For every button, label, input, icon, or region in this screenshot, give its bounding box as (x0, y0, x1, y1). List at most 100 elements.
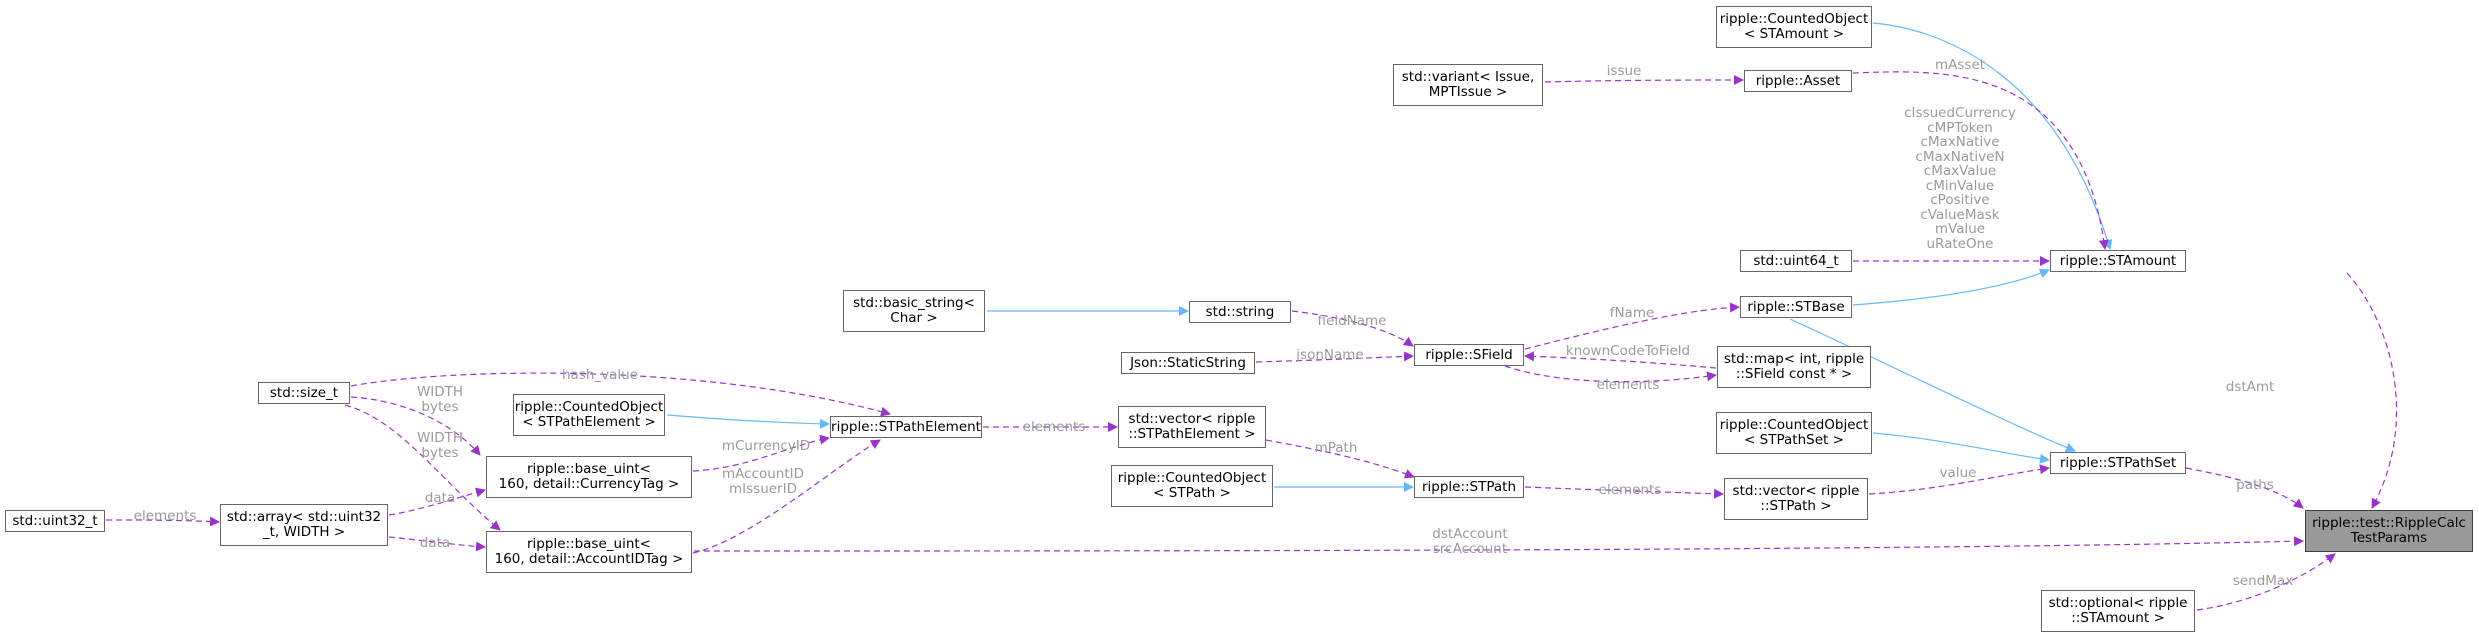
edge-label: dstAccount srcAccount (1432, 526, 1508, 557)
node-array[interactable]: std::array< std::uint32_t, WIDTH > (220, 504, 388, 546)
edge-stpathset-to-test-params (2185, 467, 2304, 509)
edge-label: data (419, 535, 451, 551)
edge-label: fieldName (1317, 313, 1387, 329)
node-account-id[interactable]: ripple::base_uint<160, detail::AccountID… (486, 531, 692, 573)
node-label-line: std::basic_string< (853, 295, 975, 311)
node-label-line: std::vector< ripple (1732, 483, 1860, 499)
node-label-line: ripple::CountedObject (1117, 470, 1267, 486)
node-label-line: ripple::SField (1425, 346, 1513, 363)
edge-counted-stamount-to-stamount (1872, 22, 2113, 250)
node-label-line: std::variant< Issue, (1401, 69, 1535, 85)
node-label-line: _t, WIDTH > (262, 524, 346, 540)
node-label-line: ripple::Asset (1755, 72, 1841, 89)
node-stpathset[interactable]: ripple::STPathSet (2050, 452, 2186, 474)
edge-label: fName (1609, 305, 1655, 321)
node-label-line: ::STPathElement > (1128, 426, 1256, 442)
edge-counted-element-to-stpathelement (666, 414, 830, 429)
edge-label: mCurrencyID (721, 438, 811, 454)
node-label-line: std::uint32_t (12, 512, 98, 529)
node-vector-stpath[interactable]: std::vector< ripple::STPath > (1724, 478, 1868, 520)
node-label-line: ripple::STAmount (2059, 252, 2177, 269)
edge-label: WIDTH bytes (416, 384, 464, 415)
edge-label: hash_value (561, 367, 639, 383)
node-label-line: ripple::base_uint< (527, 536, 651, 552)
node-vector-element[interactable]: std::vector< ripple::STPathElement > (1118, 406, 1266, 448)
node-basic-string[interactable]: std::basic_string<Char > (843, 290, 985, 332)
node-label-line: < STPathSet > (1744, 432, 1844, 448)
node-stpathelement[interactable]: ripple::STPathElement (830, 416, 982, 438)
node-stpath[interactable]: ripple::STPath (1414, 476, 1524, 498)
edge-label: knownCodeToField (1565, 343, 1691, 359)
node-label-line: Char > (890, 310, 938, 326)
node-counted-stpathset[interactable]: ripple::CountedObject< STPathSet > (1716, 412, 1872, 454)
edge-account-id-to-stpathelement (692, 439, 881, 554)
edge-label: elements (133, 508, 197, 524)
node-currency[interactable]: ripple::base_uint<160, detail::CurrencyT… (486, 456, 692, 498)
edge-label: mAccountID mIssuerID (721, 466, 805, 497)
edge-stbase-to-stamount (1852, 268, 2050, 306)
edge-stamount-to-test-params (2346, 272, 2398, 509)
edge-label: dstAmt (2225, 379, 2275, 395)
edge-label: mAsset (1934, 57, 1986, 73)
edge-label: value (1939, 465, 1977, 481)
edge-label: paths (2236, 477, 2274, 493)
edge-size-t-to-stpathelement (350, 372, 891, 417)
node-label-line: < STPathElement > (522, 414, 656, 430)
node-label-line: ripple::CountedObject (1719, 417, 1869, 433)
edge-stpath-to-vector-stpath (1524, 486, 1724, 499)
edge-account-id-to-test-params (693, 536, 2304, 552)
edge-label: cIssuedCurrency cMPToken cMaxNative cMax… (1904, 105, 2016, 252)
edge-std-string-to-sfield (1291, 310, 1414, 347)
edge-label: elements (1022, 419, 1086, 435)
node-counted-stpath[interactable]: ripple::CountedObject< STPath > (1111, 465, 1273, 507)
node-label-line: std::array< std::uint32 (226, 509, 382, 525)
edge-label: issue (1606, 63, 1642, 79)
edge-optional-stamount-to-test-params (2196, 553, 2336, 611)
edge-sfield-to-stbase (1524, 302, 1740, 350)
node-std-string[interactable]: std::string (1189, 301, 1291, 323)
edge-label: data (424, 490, 456, 506)
node-label-line: ripple::STPathElement (831, 418, 981, 435)
node-stbase[interactable]: ripple::STBase (1740, 296, 1852, 318)
node-counted-element[interactable]: ripple::CountedObject< STPathElement > (513, 394, 665, 436)
node-label-line: 160, detail::CurrencyTag > (498, 476, 680, 492)
edge-vector-stpath-to-stpathset (1868, 464, 2050, 495)
edge-label: elements (1598, 482, 1662, 498)
edge-label: WIDTH bytes (416, 430, 464, 461)
node-map[interactable]: std::map< int, ripple::SField const * > (1717, 346, 1871, 388)
node-json-static[interactable]: Json::StaticString (1121, 352, 1255, 374)
node-size-t[interactable]: std::size_t (258, 382, 350, 404)
node-label-line: ::SField const * > (1735, 366, 1853, 382)
node-label-line: std::vector< ripple (1128, 411, 1256, 427)
node-label-line: std::uint64_t (1753, 252, 1839, 269)
edge-uint32-to-array (105, 516, 220, 527)
node-asset[interactable]: ripple::Asset (1744, 70, 1852, 92)
node-label-line: < STPath > (1153, 485, 1231, 501)
node-label-line: std::size_t (269, 384, 339, 401)
edge-size-t-to-account-id (344, 404, 501, 531)
node-label-line: ripple::test::RippleCalc (2312, 515, 2466, 531)
edge-label: jsonName (1296, 347, 1364, 363)
node-variant[interactable]: std::variant< Issue,MPTIssue > (1393, 64, 1543, 106)
edge-asset-to-stamount (1852, 71, 2109, 250)
node-uint32[interactable]: std::uint32_t (5, 510, 105, 532)
edge-map-to-sfield (1524, 351, 1717, 369)
node-counted-stamount[interactable]: ripple::CountedObject< STAmount > (1716, 6, 1872, 48)
node-optional-stamount[interactable]: std::optional< ripple::STAmount > (2041, 590, 2195, 632)
node-label-line: < STAmount > (1743, 26, 1845, 42)
node-stamount[interactable]: ripple::STAmount (2050, 250, 2186, 272)
node-label-line: ripple::CountedObject (514, 399, 664, 415)
node-label-line: 160, detail::AccountIDTag > (494, 551, 684, 567)
node-label-line: ripple::STPath (1421, 478, 1517, 495)
edge-label: sendMax (2232, 573, 2294, 589)
node-sfield[interactable]: ripple::SField (1414, 344, 1524, 366)
edge-label: mPath (1314, 440, 1358, 456)
node-label-line: ripple::base_uint< (527, 461, 651, 477)
node-label-line: ::STAmount > (2071, 610, 2165, 626)
node-label-line: std::string (1205, 303, 1275, 320)
node-uint64[interactable]: std::uint64_t (1740, 250, 1852, 272)
edge-counted-stpathset-to-stpathset (1872, 432, 2050, 464)
edge-json-static-to-sfield (1255, 351, 1414, 363)
